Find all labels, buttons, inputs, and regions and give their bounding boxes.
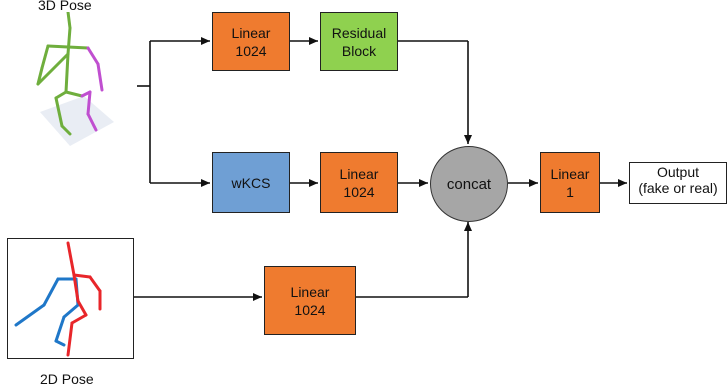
pose3d-skeleton-image: [36, 12, 114, 146]
output-line2: (fake or real): [638, 180, 718, 196]
linear-1024-top-block: Linear 1024: [212, 12, 290, 71]
linear-top-line2: 1024: [235, 42, 267, 59]
wkcs-label: wKCS: [231, 174, 271, 191]
output-line1: Output: [656, 164, 700, 180]
concat-node: concat: [430, 146, 508, 222]
linear-top-line1: Linear: [231, 24, 271, 41]
residual-line2: Block: [341, 42, 377, 59]
concat-label: concat: [446, 175, 492, 193]
linear-mid-line1: Linear: [339, 165, 379, 182]
wkcs-block: wKCS: [212, 152, 290, 213]
output-box: Output (fake or real): [629, 162, 727, 204]
linear-bottom-line1: Linear: [290, 283, 330, 300]
pose2d-label: 2D Pose: [40, 371, 94, 387]
linear-mid-line2: 1024: [343, 183, 375, 200]
linear-out-line1: Linear: [550, 165, 590, 182]
linear-1024-mid-block: Linear 1024: [320, 152, 398, 213]
linear-1-output-block: Linear 1: [540, 152, 600, 213]
linear-1024-bottom-block: Linear 1024: [264, 266, 356, 335]
linear-bottom-line2: 1024: [294, 301, 326, 318]
pose2d-frame: [7, 238, 134, 359]
residual-block: Residual Block: [320, 12, 398, 71]
linear-out-line2: 1: [566, 183, 574, 200]
pose3d-label: 3D Pose: [38, 0, 92, 13]
residual-line1: Residual: [331, 24, 387, 41]
pose2d-skeleton-image: [14, 241, 102, 357]
